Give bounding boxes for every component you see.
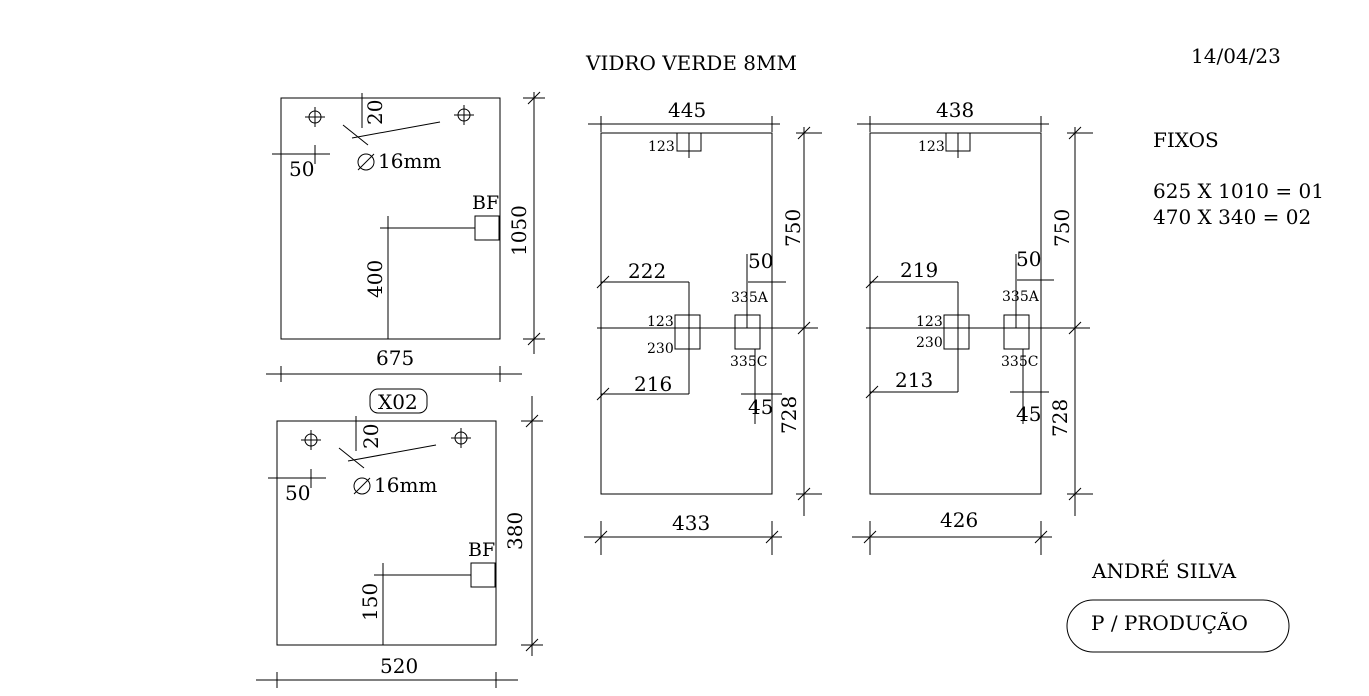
panel-outline — [276, 420, 497, 646]
lock-bottom-label: 45 — [748, 395, 773, 419]
upper-distance-label: 219 — [900, 258, 938, 282]
lock-a-label: 335A — [731, 290, 769, 306]
top-width-label: 438 — [936, 98, 974, 122]
width-label: 675 — [376, 346, 414, 370]
top-offset-label: 20 — [359, 424, 383, 449]
status-stamp — [1066, 599, 1290, 653]
panel-outline — [600, 132, 773, 495]
lock-a-label: 335A — [1002, 289, 1040, 305]
upper-height-label: 750 — [1050, 209, 1074, 247]
top-fitting-label: 123 — [648, 139, 675, 155]
author-name: ANDRÉ SILVA — [1091, 559, 1237, 583]
bf-label: BF — [468, 539, 495, 561]
top-fitting-label: 123 — [918, 139, 945, 155]
bf-fitting — [474, 215, 500, 241]
mid-fitting-b-label: 230 — [647, 341, 674, 357]
bf-height-label: 150 — [358, 583, 382, 621]
bottom-width-label: 426 — [940, 508, 978, 532]
drawing-date: 14/04/23 — [1191, 44, 1281, 68]
hole-marker — [454, 105, 474, 125]
hole-marker — [301, 430, 321, 450]
upper-height-label: 750 — [781, 209, 805, 247]
lower-height-label: 728 — [777, 396, 801, 434]
mid-fitting — [674, 314, 701, 350]
door-panel-left: 445 123 123 230 222 216 50 335A 335C 45 — [584, 98, 822, 555]
fixed-panel-bottom: 20 50 16mm BF 150 380 520 — [256, 396, 543, 688]
lower-distance-label: 213 — [895, 368, 933, 392]
mid-fitting-b-label: 230 — [916, 335, 943, 351]
left-offset-label: 50 — [285, 481, 310, 505]
door-panel-right: 438 123 123 230 219 213 50 335A 335C 45 … — [852, 98, 1093, 555]
fixos-line-1: 625 X 1010 = 01 — [1153, 179, 1324, 203]
bf-label: BF — [472, 192, 499, 214]
lock-bottom-label: 45 — [1016, 402, 1041, 426]
top-offset-label: 20 — [363, 100, 387, 125]
lock-top-label: 50 — [748, 249, 773, 273]
fixed-panel-top: 20 50 16mm BF 400 1050 675 — [266, 91, 545, 382]
quantity-tag — [369, 388, 428, 414]
bf-height-label: 400 — [363, 260, 387, 298]
hole-diameter-label: 16mm — [378, 149, 441, 173]
top-width-label: 445 — [668, 98, 706, 122]
lower-distance-label: 216 — [634, 372, 672, 396]
mid-fitting-a-label: 123 — [647, 314, 674, 330]
width-label: 520 — [380, 654, 418, 678]
mid-fitting-a-label: 123 — [916, 314, 943, 330]
quantity-label: X02 — [378, 390, 418, 414]
hole-diameter-label: 16mm — [374, 473, 437, 497]
drawing-title: VIDRO VERDE 8MM — [585, 51, 797, 75]
lower-height-label: 728 — [1048, 399, 1072, 437]
panel-outline — [869, 132, 1042, 495]
status-text: P / PRODUÇÃO — [1091, 611, 1248, 635]
upper-distance-label: 222 — [628, 259, 666, 283]
fixos-line-2: 470 X 340 = 02 — [1153, 205, 1311, 229]
lock-top-label: 50 — [1016, 247, 1041, 271]
left-offset-label: 50 — [289, 157, 314, 181]
lock-c-label: 335C — [730, 354, 767, 370]
hole-marker — [305, 107, 325, 127]
lock-c-label: 335C — [1001, 354, 1038, 370]
panel-outline — [280, 97, 501, 340]
mid-fitting — [943, 314, 970, 350]
diameter-icon — [353, 477, 371, 495]
fixos-label: FIXOS — [1153, 128, 1219, 152]
diameter-icon — [357, 153, 375, 171]
hole-marker — [451, 428, 471, 448]
bottom-width-label: 433 — [672, 511, 710, 535]
height-label: 1050 — [507, 205, 531, 256]
height-label: 380 — [503, 512, 527, 550]
bf-fitting — [470, 562, 496, 588]
